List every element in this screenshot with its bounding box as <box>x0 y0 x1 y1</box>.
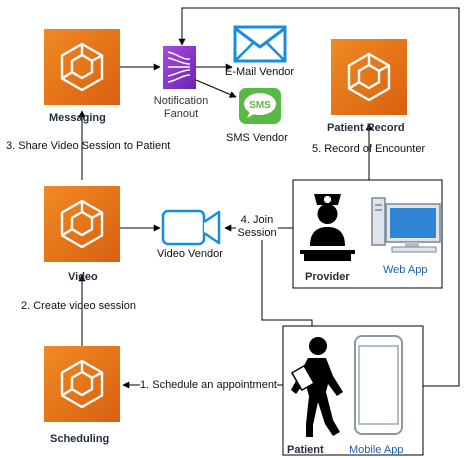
video-camera-icon <box>161 209 221 246</box>
notification-fanout-icon <box>163 46 196 89</box>
video-service-icon <box>42 184 122 264</box>
mobile-phone-icon <box>354 335 403 435</box>
provider-label: Provider <box>305 271 350 283</box>
patient-record-service-icon <box>329 37 409 117</box>
patient-person-icon <box>290 337 343 437</box>
sms-vendor-label: SMS Vendor <box>226 132 288 144</box>
notification-fanout-label: Notification Fanout <box>153 95 209 120</box>
scheduling-service-icon <box>42 344 122 424</box>
video-vendor-label: Video Vendor <box>157 248 223 260</box>
patient-label: Patient <box>287 444 324 456</box>
provider-nurse-icon <box>300 194 355 261</box>
mobile-app-label: Mobile App <box>349 444 404 456</box>
messaging-label: Messaging <box>49 112 106 124</box>
video-label: Video <box>68 271 98 283</box>
email-icon <box>233 25 287 63</box>
web-app-computer-icon <box>371 197 441 253</box>
sms-icon: SMS <box>239 88 281 124</box>
sms-icon-text: SMS <box>249 100 271 111</box>
messaging-service-icon <box>42 27 122 107</box>
record-encounter-edge-label: 5. Record of Encounter <box>312 143 426 155</box>
patient-record-label: Patient Record <box>327 122 405 134</box>
share-video-edge-label: 3. Share Video Session to Patient <box>6 140 171 152</box>
web-app-label: Web App <box>383 264 428 276</box>
edge-patient-join <box>261 228 313 326</box>
email-vendor-label: E-Mail Vendor <box>225 66 295 78</box>
scheduling-label: Scheduling <box>50 433 110 445</box>
edge-notification-sms <box>195 79 237 98</box>
edge-mobile-notification <box>178 7 460 387</box>
create-video-edge-label: 2. Create video session <box>21 300 136 312</box>
join-session-edge-label: 4. Join Session <box>236 214 278 240</box>
messaging-node <box>42 27 122 107</box>
schedule-appointment-edge-label: 1. Schedule an appointment <box>140 379 277 392</box>
